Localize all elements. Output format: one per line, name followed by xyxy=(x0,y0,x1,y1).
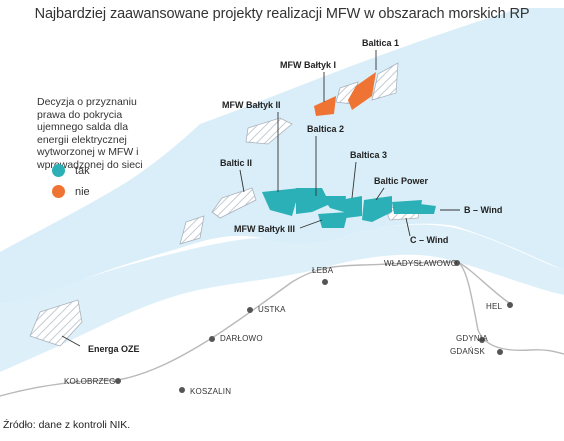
hatched-area-energa-oze xyxy=(29,299,83,347)
city-label-leba: ŁEBA xyxy=(312,266,334,275)
legend-item-nie: nie xyxy=(52,185,90,198)
city-dot-koszalin xyxy=(179,387,185,393)
city-label-ustka: USTKA xyxy=(258,305,286,314)
farm-label-b-wind: B – Wind xyxy=(464,205,502,215)
city-dot-wladyslawowo xyxy=(454,260,460,266)
city-label-wladyslawowo: WŁADYSŁAWOWO xyxy=(384,259,457,268)
farm-area-baltic-power xyxy=(362,196,392,222)
city-label-gdansk: GDAŃSK xyxy=(450,347,485,356)
sea-zone xyxy=(0,8,564,304)
hatched-area-west-1 xyxy=(179,215,205,245)
city-dot-kolobrzeg xyxy=(115,378,121,384)
map-title: Najbardziej zaawansowane projekty realiz… xyxy=(34,6,530,22)
farm-label-c-wind: C – Wind xyxy=(410,235,448,245)
farm-label-baltica-1: Baltica 1 xyxy=(362,38,399,48)
sea-coastal-strip xyxy=(0,224,564,372)
legend-label-nie: nie xyxy=(75,185,90,198)
city-dot-ustka xyxy=(247,307,253,313)
city-label-koszalin: KOSZALIN xyxy=(190,387,231,396)
coastline xyxy=(0,261,564,397)
city-dot-gdynia xyxy=(479,337,485,343)
farm-area-c-wind xyxy=(392,200,422,214)
farm-label-energa-oze: Energa OZE xyxy=(88,344,140,354)
leader-lines xyxy=(61,50,460,347)
hatched-area-baltic-ii xyxy=(211,187,257,219)
farm-label-baltyk-i: MFW Bałtyk I xyxy=(280,60,336,70)
farm-area-baltyk-ii xyxy=(262,188,300,216)
source-note: Źródło: dane z kontroli NIK. xyxy=(3,419,131,431)
farm-label-baltic-ii: Baltic II xyxy=(220,158,252,168)
farm-area-baltica-1 xyxy=(348,72,376,110)
farm-area-baltyk-iii xyxy=(318,212,348,228)
city-dot-darlowo xyxy=(209,336,215,342)
hatched-area-baltica-1 xyxy=(371,62,399,101)
farm-label-baltyk-ii: MFW Bałtyk II xyxy=(222,100,281,110)
legend-dot-nie xyxy=(52,185,65,198)
farm-label-baltica-2: Baltica 2 xyxy=(307,124,344,134)
hatched-area-baltyk-ii xyxy=(245,117,293,145)
legend-description: Decyzja o przyznaniu prawa do pokrycia u… xyxy=(37,96,143,171)
legend-dot-tak xyxy=(52,164,65,177)
farm-area-baltyk-i xyxy=(314,96,336,116)
hel-peninsula xyxy=(457,261,513,306)
city-dot-leba xyxy=(322,279,328,285)
farm-area-baltica-2 xyxy=(296,188,330,214)
farm-label-baltic-power: Baltic Power xyxy=(374,176,429,186)
city-dot-hel xyxy=(507,302,513,308)
farm-label-baltyk-iii: MFW Bałtyk III xyxy=(234,224,295,234)
legend-label-tak: tak xyxy=(75,164,90,177)
city-label-darlowo: DARŁOWO xyxy=(220,334,263,343)
city-label-gdynia: GDYNIA xyxy=(456,334,488,343)
legend-item-tak: tak xyxy=(52,164,90,177)
city-dot-gdansk xyxy=(497,349,503,355)
farm-label-baltica-3: Baltica 3 xyxy=(350,150,387,160)
city-dots xyxy=(115,260,513,393)
city-label-hel: HEL xyxy=(486,302,503,311)
farm-area-b-wind xyxy=(418,204,436,214)
city-label-kolobrzeg: KOŁOBRZEG xyxy=(64,377,116,386)
